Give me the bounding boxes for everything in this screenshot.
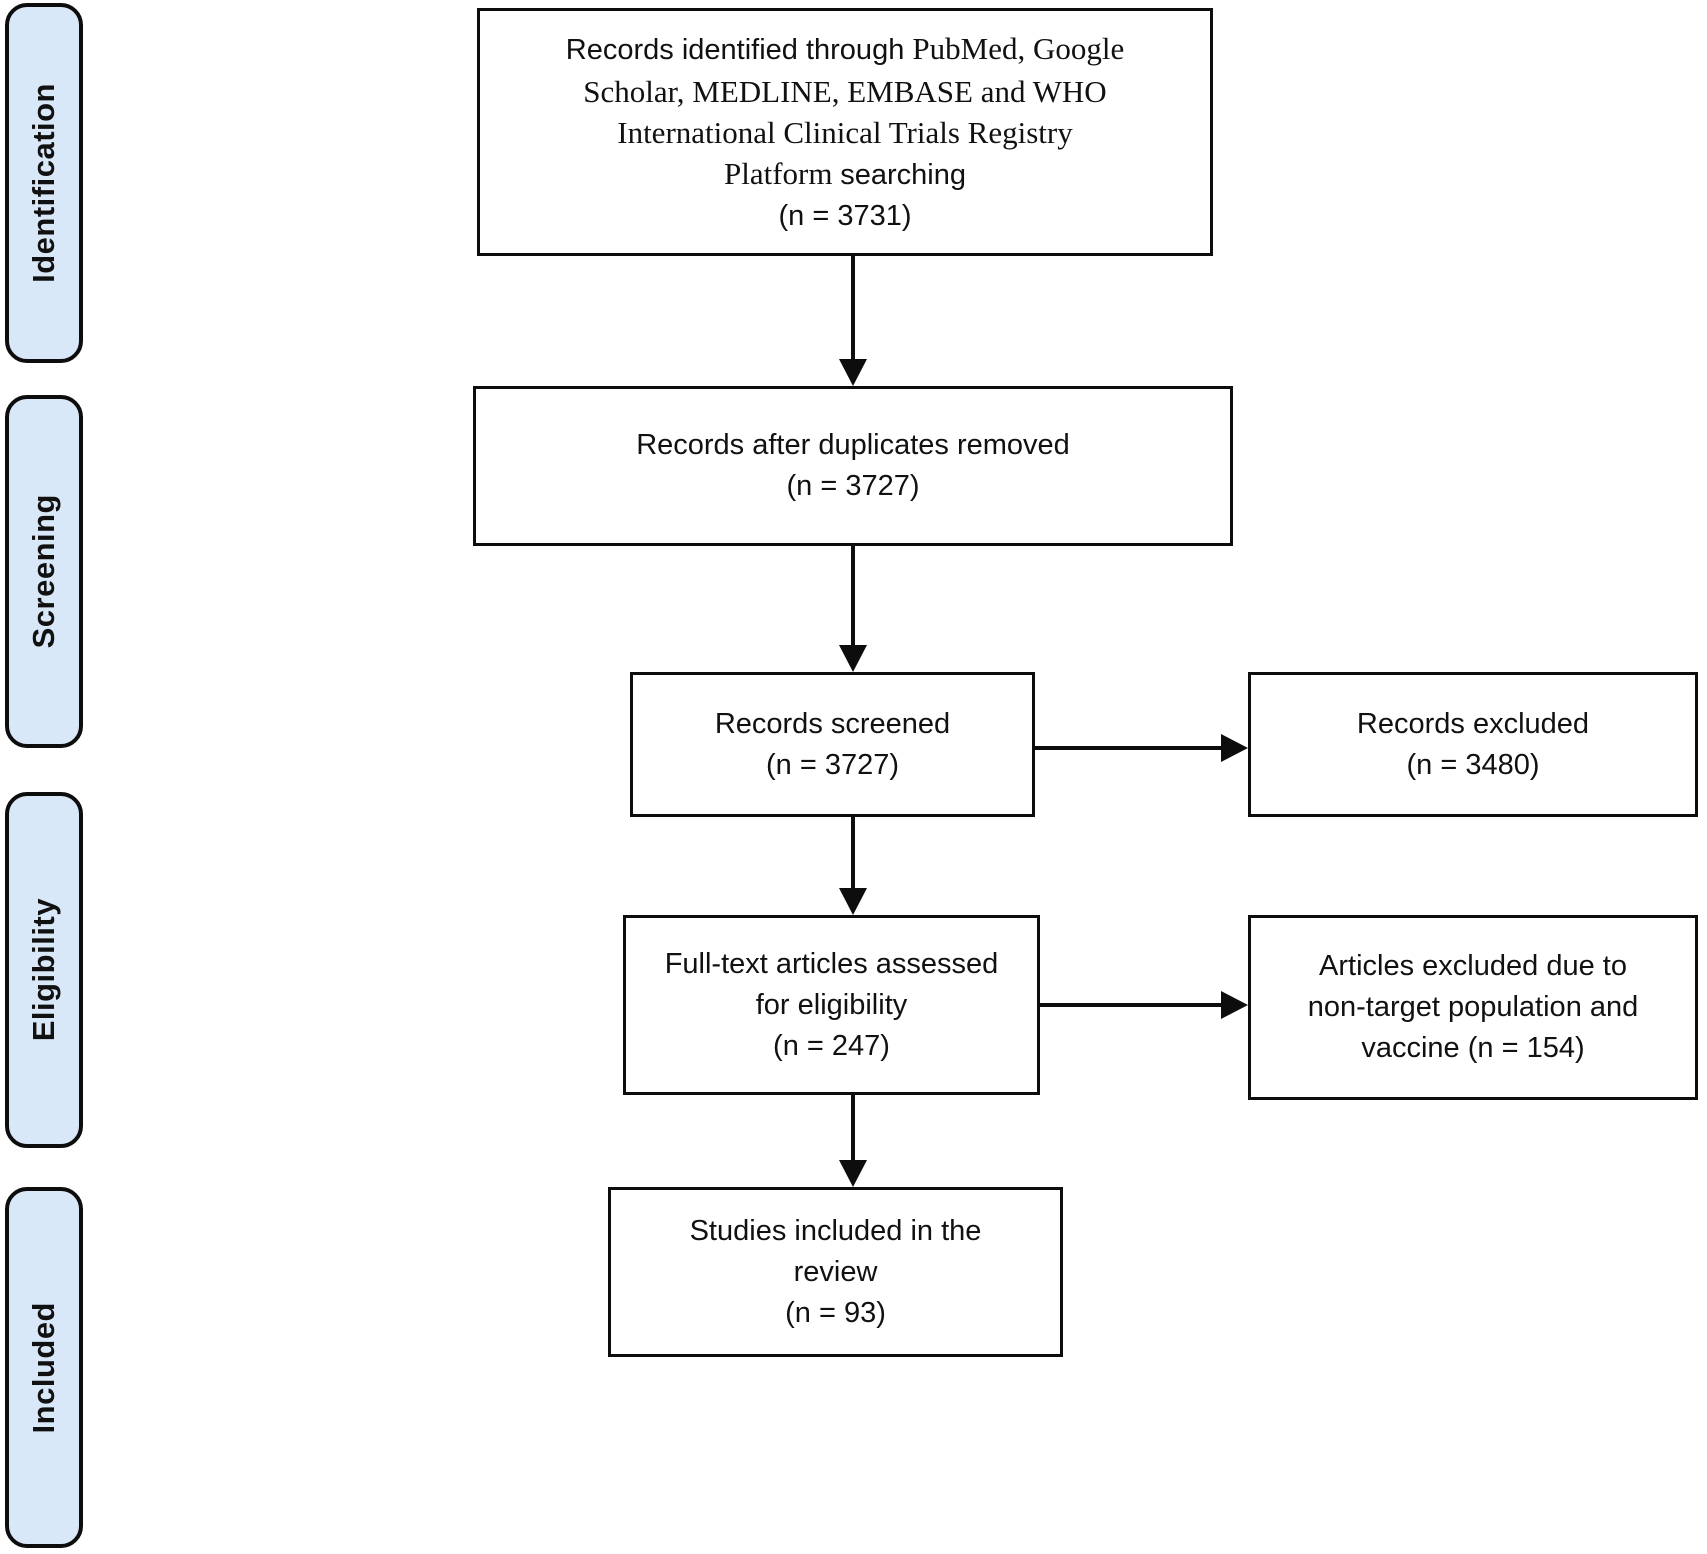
box-records-screened-count: (n = 3727) [765, 748, 899, 781]
stage-included-label: Included [26, 1301, 61, 1434]
box-fulltext-assessed-count: (n = 247) [773, 1029, 890, 1062]
box-fulltext-assessed-line1: Full-text articles assessed [664, 947, 999, 980]
box-records-screened-text: Records screened [714, 707, 951, 740]
box-studies-included: Studies included in the review (n = 93) [608, 1187, 1063, 1357]
stage-identification: Identification [5, 3, 83, 363]
stage-eligibility: Eligibility [5, 792, 83, 1148]
box-studies-included-line2: review [793, 1255, 878, 1288]
arrow-identified-to-duplicates [839, 256, 867, 386]
box-duplicates-removed: Records after duplicates removed (n = 37… [473, 386, 1233, 546]
arrowhead-down-icon [839, 888, 867, 915]
box-records-identified-line1-sans: Records identified through [565, 33, 913, 66]
box-records-excluded: Records excluded (n = 3480) [1248, 672, 1698, 817]
box-records-screened: Records screened (n = 3727) [630, 672, 1035, 817]
box-fulltext-assessed: Full-text articles assessed for eligibil… [623, 915, 1040, 1095]
box-articles-excluded-line1: Articles excluded due to [1319, 950, 1627, 982]
box-articles-excluded-line2: non-target population and [1307, 991, 1639, 1023]
box-records-identified-line2: Scholar, MEDLINE, EMBASE and WHO [583, 73, 1107, 109]
stage-included: Included [5, 1187, 83, 1548]
arrowhead-down-icon [839, 1160, 867, 1187]
arrow-screened-to-excluded [1035, 734, 1248, 762]
box-records-identified-line1-serif: PubMed, Google [912, 30, 1125, 66]
arrowhead-right-icon [1221, 991, 1248, 1019]
box-records-identified-line4: Platform searching [724, 153, 966, 196]
arrowhead-down-icon [839, 645, 867, 672]
box-records-excluded-count: (n = 3480) [1406, 748, 1540, 781]
stage-identification-label: Identification [26, 83, 61, 283]
box-articles-excluded-line3: vaccine (n = 154) [1361, 1032, 1585, 1064]
stage-eligibility-label: Eligibility [26, 898, 61, 1042]
box-records-identified-line3: International Clinical Trials Registry [617, 114, 1073, 150]
box-records-excluded-text: Records excluded [1356, 707, 1590, 740]
box-records-identified: Records identified through PubMed, Googl… [477, 8, 1213, 256]
stage-screening: Screening [5, 395, 83, 748]
arrow-fulltext-to-included [839, 1095, 867, 1187]
box-articles-excluded: Articles excluded due to non-target popu… [1248, 915, 1698, 1100]
box-studies-included-line1: Studies included in the [689, 1214, 982, 1247]
arrowhead-right-icon [1221, 734, 1248, 762]
box-duplicates-removed-text: Records after duplicates removed [636, 429, 1070, 461]
box-records-identified-line1: Records identified through PubMed, Googl… [566, 28, 1124, 71]
box-records-identified-line4-sans: searching [840, 158, 966, 191]
arrow-duplicates-to-screened [839, 546, 867, 672]
box-records-identified-count: (n = 3731) [778, 199, 912, 232]
arrowhead-down-icon [839, 359, 867, 386]
arrow-screened-to-fulltext [839, 817, 867, 915]
box-duplicates-removed-count: (n = 3727) [786, 470, 920, 502]
box-records-identified-line4-serif: Platform [724, 155, 841, 191]
stage-screening-label: Screening [26, 494, 61, 649]
arrow-fulltext-to-articles-excluded [1040, 991, 1248, 1019]
box-fulltext-assessed-line2: for eligibility [755, 988, 908, 1021]
box-studies-included-count: (n = 93) [785, 1296, 886, 1329]
